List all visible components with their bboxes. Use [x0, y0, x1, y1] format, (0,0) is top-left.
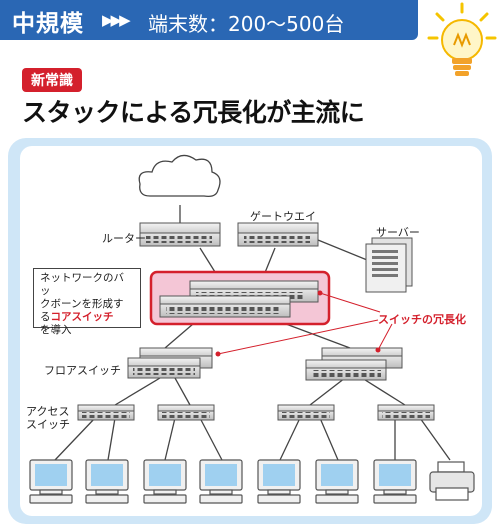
floor-switch-icon [127, 347, 213, 379]
floor-switch-icon [305, 347, 403, 381]
access-switch-icon [157, 404, 215, 421]
access-switch-icon [377, 404, 435, 421]
pc-icon [143, 459, 187, 504]
router-label: ルーター [102, 232, 146, 245]
callout-line: るコアスイッチ [40, 311, 134, 324]
redundancy-label: スイッチの冗長化 [378, 313, 466, 326]
core-switch-callout: ネットワークのバッ クボーンを形成す るコアスイッチ を導入 [33, 268, 141, 336]
lightbulb-icon [427, 2, 497, 76]
size-label: 中規模 [12, 11, 84, 37]
callout-line: を導入 [40, 324, 72, 336]
core-switch-icon [159, 280, 319, 318]
callout-line: クボーンを形成す [40, 298, 124, 310]
gateway-icon [237, 222, 319, 247]
access-switch-label-line2: スイッチ [26, 418, 70, 431]
page-title: スタックによる冗長化が主流に [22, 98, 365, 127]
server-label: サーバー [376, 226, 420, 239]
new-common-sense-tag: 新常識 [22, 68, 82, 92]
gateway-label: ゲートウエイ [250, 210, 316, 223]
floor-switch-label: フロアスイッチ [44, 364, 121, 377]
pc-icon [199, 459, 243, 504]
pc-icon [85, 459, 129, 504]
pc-icon [29, 459, 73, 504]
redundancy-pointer-lines [217, 292, 393, 355]
terminal-count: 端末数：200〜500台 [148, 12, 345, 36]
pc-icon [315, 459, 359, 504]
cloud-icon [138, 154, 221, 198]
access-switch-label-line1: アクセス [26, 405, 70, 418]
callout-line: ネットワークのバッ [40, 272, 124, 297]
access-switch-icon [277, 404, 335, 421]
access-switch-icon [77, 404, 135, 421]
diagram-canvas [20, 146, 482, 516]
chevron-icons: ▶▶▶ [102, 11, 131, 29]
server-icon [365, 237, 413, 293]
printer-icon [429, 461, 475, 501]
pc-icon [373, 459, 417, 504]
core-switch-emphasis: コアスイッチ [50, 311, 114, 323]
pc-icon [257, 459, 301, 504]
callout-text: る [40, 311, 51, 323]
router-icon [139, 222, 221, 247]
header-band [0, 0, 418, 40]
